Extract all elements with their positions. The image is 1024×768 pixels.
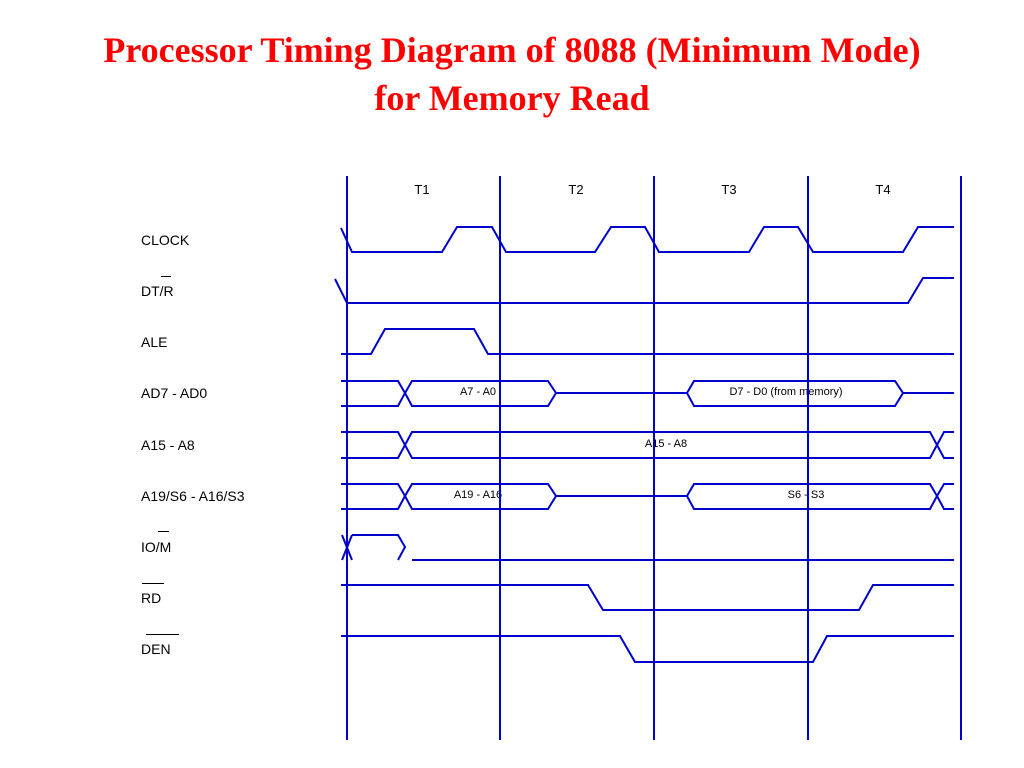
state-label-t3: T3 [721,182,737,197]
signal-label-ale: ALE [141,334,168,350]
signal-label-a15-a8: A15 - A8 [141,437,195,453]
bus-label-a15-a8: A15 - A8 [644,438,688,450]
diagram-title: Processor Timing Diagram of 8088 (Minimu… [0,26,1024,122]
iom-waveform [341,534,353,561]
signal-label-a19-s6: A19/S6 - A16/S3 [141,488,245,504]
rd-waveform [341,584,954,611]
bus-label-d7-d0: D7 - D0 (from memory) [729,386,843,398]
iom-waveform [341,534,353,561]
a15-waveform [935,431,954,459]
a19-waveform [935,483,954,510]
ad-waveform [341,380,407,407]
dtr-waveform [334,277,954,304]
signal-label-clock: CLOCK [141,232,190,248]
ale-waveform [341,328,954,355]
bus-label-a19-a16: A19 - A16 [453,489,503,501]
signal-label-ad7-ad0: AD7 - AD0 [141,385,208,401]
rd-overbar [142,583,164,584]
signal-label-iom: IO/M [141,539,172,555]
iom-waveform [352,534,407,561]
bus-label-a7-a0: A7 - A0 [459,386,497,398]
signal-label-dtr: DT/R [141,283,174,299]
title-line-2: for Memory Read [374,78,650,118]
iom-overbar [158,531,169,532]
den-overbar [146,634,179,635]
state-label-t4: T4 [875,182,891,197]
a15-waveform [341,431,407,459]
a19-waveform [341,483,407,510]
state-label-t2: T2 [568,182,584,197]
signal-label-rd: RD [141,590,162,606]
den-waveform [341,635,954,663]
title-line-1: Processor Timing Diagram of 8088 (Minimu… [103,30,921,70]
bus-label-s6-s3: S6 - S3 [787,489,825,501]
signal-label-den: DEN [141,641,171,657]
clock-waveform [340,226,954,253]
state-label-t1: T1 [414,182,430,197]
dtr-overbar [161,276,171,277]
